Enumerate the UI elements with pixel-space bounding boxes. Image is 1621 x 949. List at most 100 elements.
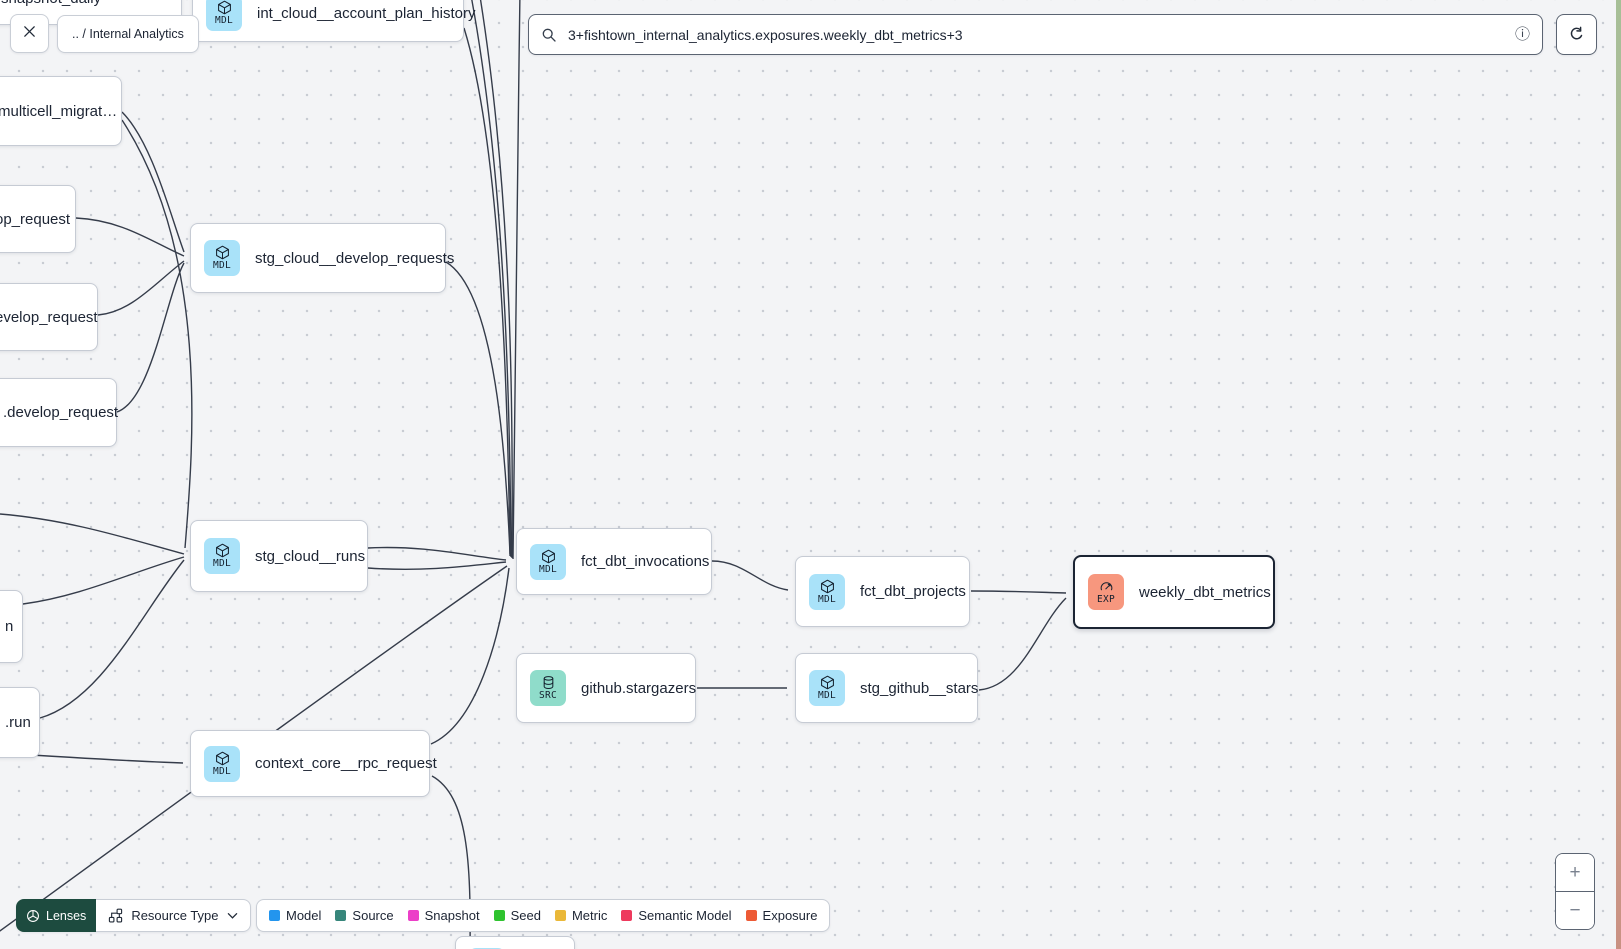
model-badge: MDL — [204, 745, 240, 782]
legend-label: Seed — [510, 908, 541, 923]
legend-swatch — [269, 910, 280, 921]
legend-label: Source — [352, 908, 394, 923]
node-label: weekly_dbt_metrics — [1139, 583, 1271, 601]
search-bar: ⓘ — [528, 14, 1543, 55]
breadcrumb-label: .. / Internal Analytics — [72, 27, 184, 41]
plus-icon: + — [1569, 861, 1581, 883]
node-label: .run — [5, 714, 31, 731]
exposure-badge: EXP — [1088, 574, 1124, 610]
lineage-edge — [121, 111, 185, 253]
cube-icon — [541, 549, 556, 564]
node-label: fct_dbt_invocations — [581, 553, 710, 570]
node-label: context_core__rpc_request — [255, 755, 437, 772]
lineage-edge — [445, 261, 511, 555]
legend-label: Model — [286, 908, 322, 923]
node-label: snapshot_daily — [1, 0, 101, 7]
database-icon — [541, 675, 556, 690]
legend-label: Exposure — [762, 908, 818, 923]
lineage-edge — [75, 217, 185, 257]
lenses-bar: Lenses Resource Type — [16, 899, 251, 932]
node-label: multicell_migrat… — [0, 102, 118, 120]
graph-node-op-request[interactable]: MDLop_request — [0, 185, 76, 253]
refresh-icon — [1567, 25, 1586, 44]
refresh-button[interactable] — [1556, 14, 1597, 55]
lenses-button[interactable]: Lenses — [16, 899, 97, 932]
cube-icon — [215, 245, 230, 260]
graph-node-n-partial[interactable]: MDLn — [0, 590, 23, 663]
graph-node-fct-dbt-invocations[interactable]: MDL fct_dbt_invocations — [516, 528, 712, 595]
lineage-edge — [116, 262, 185, 413]
zoom-controls: + − — [1555, 853, 1595, 930]
graph-node-develop-request[interactable]: MDL.develop_request — [0, 378, 119, 447]
lineage-edge — [512, 0, 521, 560]
graph-node-run-partial[interactable]: MDL.run — [0, 687, 40, 758]
node-label: github.stargazers — [581, 679, 697, 697]
legend-swatch — [621, 910, 633, 921]
zoom-in-button[interactable]: + — [1556, 854, 1594, 892]
cube-icon — [820, 675, 835, 690]
badge-label: MDL — [212, 558, 232, 569]
model-badge: MDL — [530, 543, 566, 580]
graph-node-weekly-dbt-metrics[interactable]: EXP weekly_dbt_metrics — [1073, 555, 1275, 629]
close-icon — [22, 24, 37, 44]
lineage-edge — [463, 27, 511, 557]
lineage-edge — [121, 119, 193, 549]
graph-node-fct-dbt-projects[interactable]: MDL fct_dbt_projects — [795, 556, 970, 627]
node-label: stg_cloud__develop_requests — [255, 249, 455, 267]
lineage-edge — [97, 260, 185, 316]
cube-icon — [215, 751, 230, 766]
source-badge: SRC — [530, 670, 566, 706]
node-label: fct_dbt_projects — [860, 583, 966, 600]
model-badge: MDL — [204, 538, 240, 574]
legend-swatch — [335, 910, 347, 921]
graph-node-velop-request[interactable]: MDLevelop_request — [0, 283, 98, 351]
node-label: evelop_request — [0, 308, 98, 326]
lineage-edge — [22, 556, 185, 605]
lineage-edge — [711, 560, 789, 591]
cube-icon — [215, 543, 230, 558]
graph-node-multicell-migrat[interactable]: MDLmulticell_migrat… — [0, 76, 122, 146]
badge-label: SRC — [538, 690, 558, 701]
minus-icon: − — [1569, 899, 1581, 921]
badge-label: MDL — [214, 15, 234, 26]
node-label: int_cloud__account_plan_history — [257, 4, 476, 22]
breadcrumb[interactable]: .. / Internal Analytics — [57, 15, 199, 53]
gauge-icon — [1099, 579, 1114, 594]
graph-node-github-stargazers[interactable]: SRC github.stargazers — [516, 653, 696, 723]
lineage-edge — [479, 0, 513, 559]
resource-type-icon — [108, 908, 123, 923]
badge-label: MDL — [538, 563, 558, 575]
close-button[interactable] — [10, 14, 49, 53]
badge-label: MDL — [212, 765, 232, 777]
lineage-edge — [367, 546, 507, 561]
graph-node-stg-cloud-develop-requests[interactable]: MDL stg_cloud__develop_requests — [190, 223, 454, 293]
legend-swatch — [493, 910, 505, 921]
node-label: stg_github__stars — [860, 679, 979, 697]
resource-type-button[interactable]: Resource Type — [96, 899, 251, 932]
lineage-edge — [970, 590, 1067, 594]
badge-label: MDL — [212, 260, 232, 271]
legend-swatch — [554, 910, 566, 921]
lenses-label: Lenses — [46, 908, 87, 923]
info-icon[interactable]: ⓘ — [1514, 26, 1530, 43]
legend-item-semantic-model: Semantic Model — [621, 908, 732, 923]
graph-node-stg-github-stars[interactable]: MDL stg_github__stars — [795, 653, 978, 723]
graph-node-bottom-partial[interactable]: MDL — [455, 936, 575, 949]
search-input[interactable] — [566, 25, 1506, 44]
aperture-icon — [26, 909, 40, 923]
badge-label: MDL — [817, 593, 837, 605]
graph-node-context-core-rpc-request[interactable]: MDL context_core__rpc_request — [190, 730, 437, 797]
resource-type-legend: Model Source Snapshot Seed Metric Semantic Mo… — [256, 899, 831, 932]
graph-node-int-cloud-account-plan-history[interactable]: MDL int_cloud__account_plan_history — [192, 0, 476, 42]
legend-swatch — [745, 910, 757, 921]
legend-label: Metric — [571, 908, 608, 923]
legend-label: Snapshot — [424, 908, 480, 923]
zoom-out-button[interactable]: − — [1556, 892, 1594, 929]
model-badge: MDL — [809, 573, 845, 610]
node-label: .develop_request — [3, 404, 119, 421]
lineage-edge — [978, 597, 1067, 691]
screen-edge-strip — [1616, 0, 1621, 949]
badge-label: MDL — [817, 690, 837, 701]
